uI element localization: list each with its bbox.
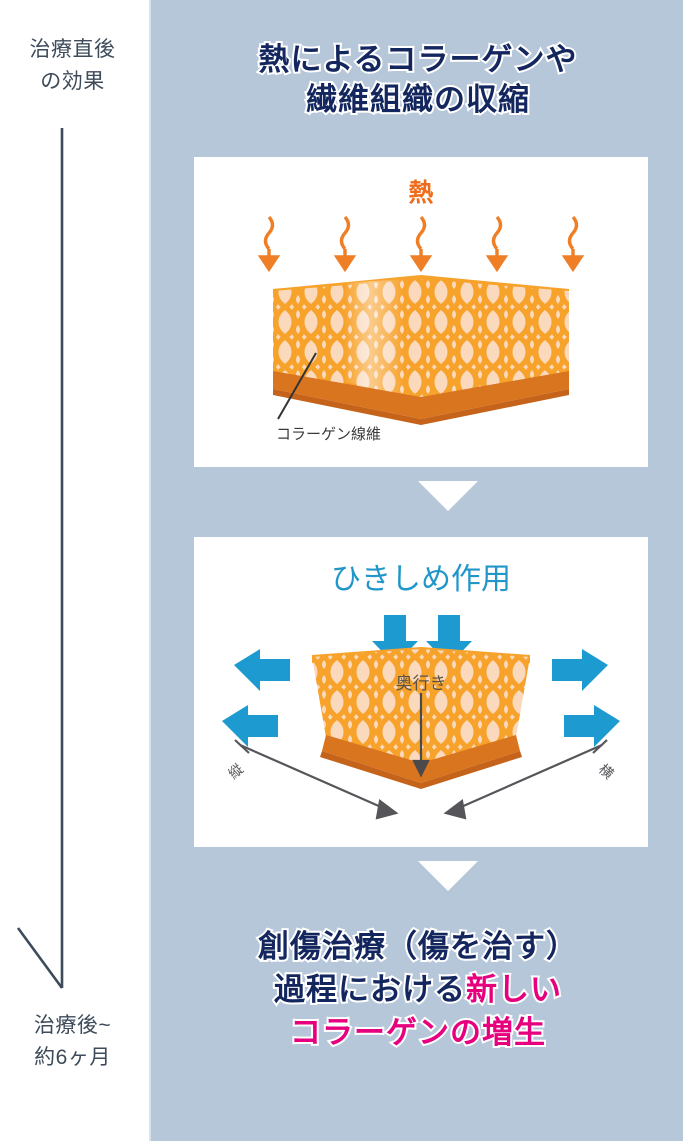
heat-arrow [333, 215, 357, 273]
conclusion-line2: 過程における新しい [151, 968, 685, 1011]
flow-arrow-2 [418, 861, 478, 891]
heat-arrow [257, 215, 281, 273]
horizontal-dimension-arrow [443, 739, 608, 820]
timeline-top-label: 治療直後 の効果 [29, 38, 116, 93]
conclusion-line3: コラーゲンの増生 [288, 1013, 547, 1052]
illustration-card-tightening: ひきしめ作用 奥行き [194, 537, 648, 847]
timeline-column: 治療直後 の効果 治療後~ 約6ヶ月 [0, 0, 145, 1148]
panel-heading: 熱によるコラーゲンや 繊維組織の収縮 [151, 40, 685, 120]
dimension-arrows-group [234, 739, 608, 820]
depth-arrow [412, 693, 430, 778]
side-arrow-left-lower [222, 705, 278, 747]
collagen-block [273, 275, 569, 425]
side-arrow-right-lower [564, 705, 620, 747]
content-panel: 熱によるコラーゲンや 繊維組織の収縮 熱 [149, 0, 683, 1141]
side-arrows-group [222, 649, 620, 747]
horizontal-dimension-label: 横 [596, 761, 617, 782]
heat-arrows-group [257, 215, 585, 273]
panel-heading-line1: 熱によるコラーゲンや [256, 40, 578, 79]
side-arrow-left-upper [234, 649, 290, 691]
panel-heading-line2: 繊維組織の収縮 [304, 80, 531, 119]
conclusion-line1: 創傷治療（傷を治す） [256, 927, 579, 966]
fiber-pointer-line [277, 352, 317, 420]
heat-contraction-illustration: 熱 [257, 179, 585, 443]
conclusion-line2-plain: 過程における [272, 970, 467, 1009]
heat-label: 熱 [408, 179, 433, 207]
illustration-card-heat: 熱 [194, 157, 648, 467]
vertical-dimension-arrow [234, 739, 399, 820]
conclusion-line2-accent: 新しい [464, 970, 563, 1009]
side-arrow-right-upper [552, 649, 608, 691]
tightening-illustration: ひきしめ作用 奥行き [222, 563, 620, 820]
timeline-arrow [16, 128, 64, 989]
depth-label: 奥行き [396, 674, 447, 693]
fiber-label: コラーゲン線維 [276, 426, 381, 443]
flow-arrow-1 [418, 481, 478, 511]
timeline-bottom-label: 治療後~ 約6ヶ月 [33, 1014, 112, 1069]
heat-arrow [409, 215, 433, 273]
tightening-title: ひきしめ作用 [331, 563, 511, 596]
heat-arrow [485, 215, 509, 273]
vertical-dimension-label: 縦 [225, 761, 246, 782]
panel-conclusion: 創傷治療（傷を治す） 過程における新しい コラーゲンの増生 [151, 925, 685, 1054]
heat-arrow [561, 215, 585, 273]
